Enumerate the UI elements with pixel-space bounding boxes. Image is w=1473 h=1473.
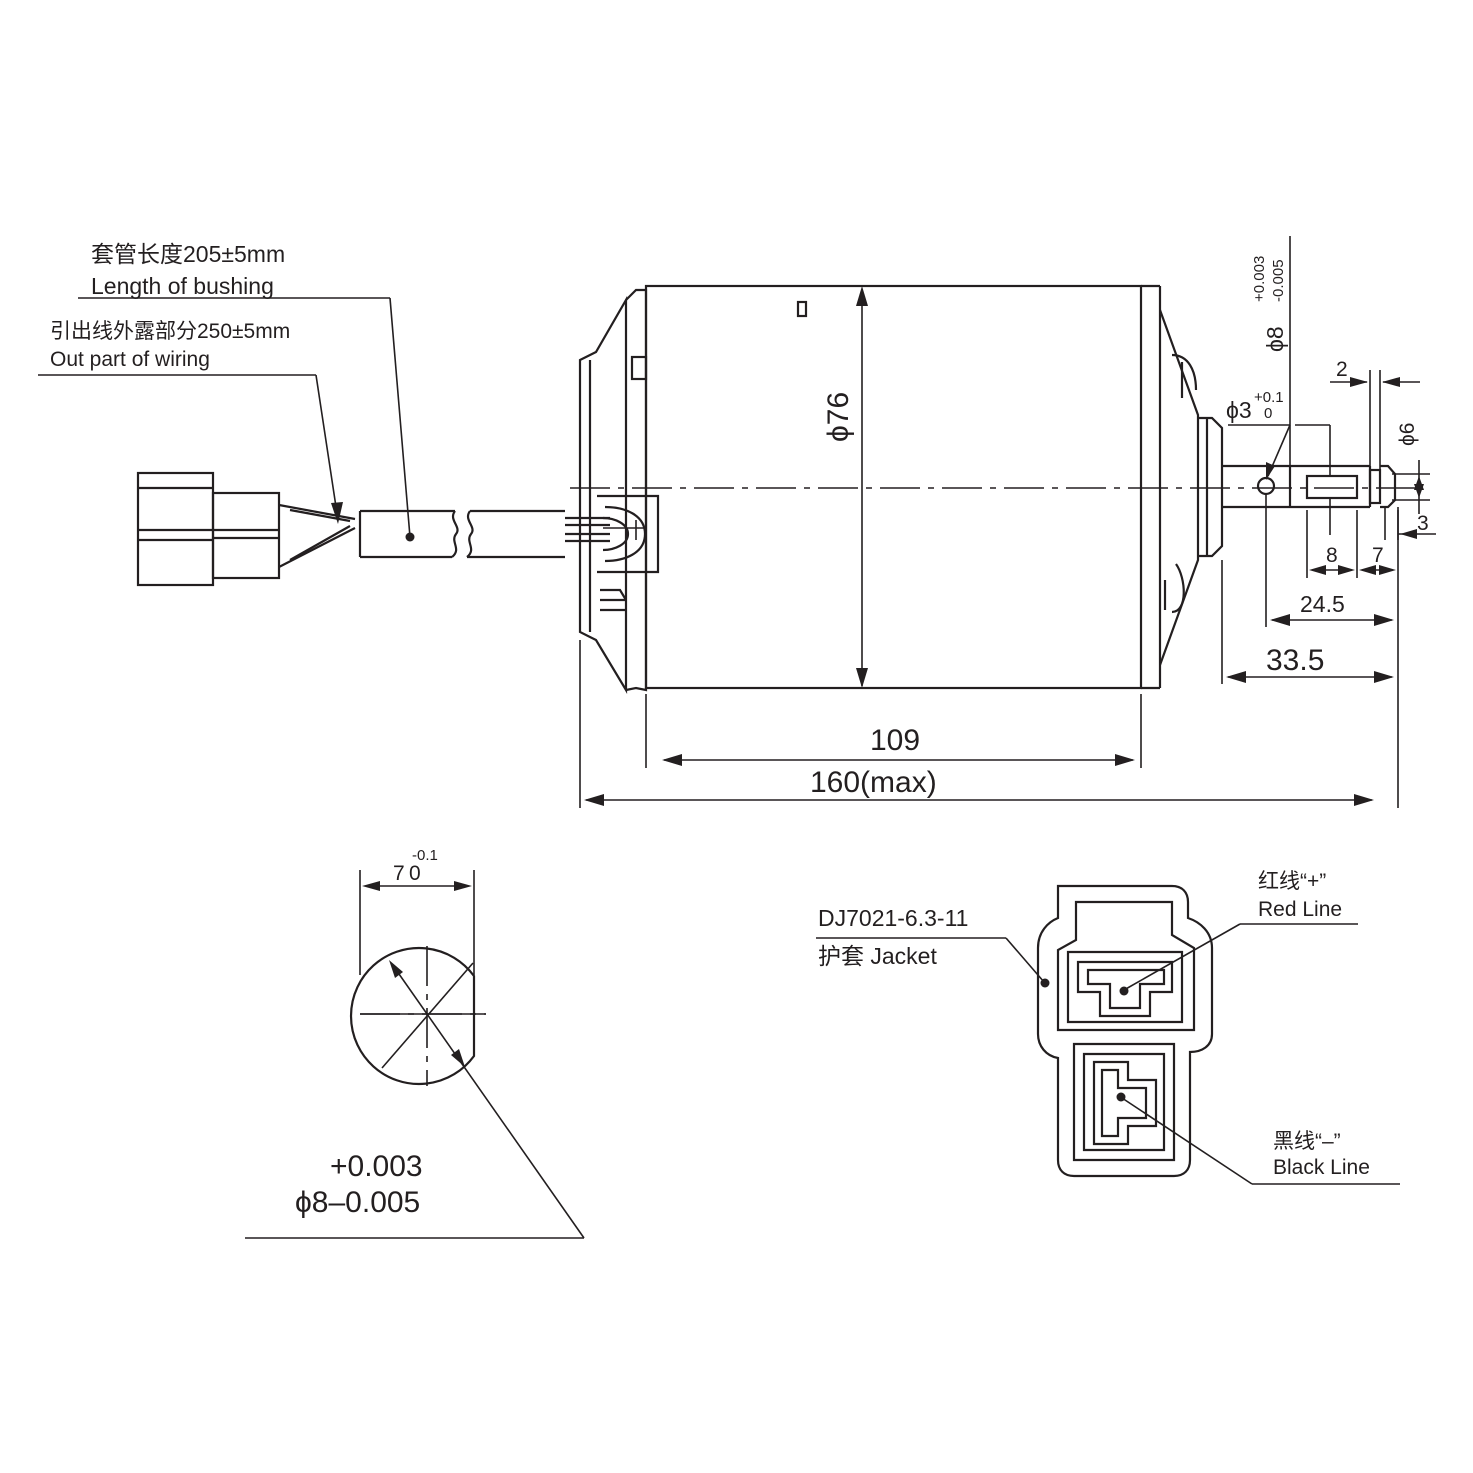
shaft-tol-lower-label: -0.005: [1270, 259, 1287, 302]
groove-diameter-label: ϕ6: [1396, 423, 1419, 446]
bushing-callout-leader: [78, 297, 415, 542]
slot-end-label: 7: [1372, 544, 1384, 567]
bushing-label-cn: 套管长度205±5mm: [91, 241, 285, 267]
dim-tip-length: [1384, 507, 1436, 540]
dim-body-diameter: [856, 286, 868, 688]
black-line-label-cn: 黑线“–”: [1273, 1130, 1341, 1153]
section-flat-tol: -0.1: [412, 847, 438, 864]
shaft-extension-label: 33.5: [1266, 644, 1324, 677]
dim-groove-width: [1330, 370, 1420, 470]
hole-callout-leader: [1228, 424, 1291, 480]
section-shaft-dim: ϕ8–0.005: [295, 1186, 420, 1219]
overall-length-label: 160(max): [810, 766, 937, 799]
section-flat-dim-digit: 0: [409, 862, 421, 885]
dim-overall-length: [579, 510, 1399, 808]
jacket-model-label: DJ7021-6.3-11: [818, 905, 968, 931]
jacket-label: 护套 Jacket: [818, 943, 937, 969]
wiring-label-cn: 引出线外露部分250±5mm: [50, 320, 290, 343]
dim-slot: [1295, 424, 1396, 578]
jacket-callout-leader: [816, 937, 1050, 988]
motor-rear-cap: [578, 288, 648, 694]
dim-groove-diameter: [1392, 460, 1430, 514]
section-shaft-tol-upper: +0.003: [330, 1150, 423, 1183]
slot-length-label: 8: [1326, 544, 1338, 567]
red-line-label-en: Red Line: [1258, 898, 1342, 921]
hole-tol-upper-label: +0.1: [1254, 389, 1284, 406]
output-shaft: [1222, 464, 1397, 509]
dim-body-length: [645, 694, 1142, 768]
red-line-label-cn: 红线“+”: [1258, 870, 1326, 893]
wire-fanout: [278, 503, 356, 568]
red-line-leader: [1119, 923, 1358, 996]
body-length-label: 109: [870, 724, 920, 757]
shaft-section: [245, 870, 585, 1239]
groove-width-label: 2: [1336, 358, 1348, 381]
wiring-callout-leader: [38, 374, 343, 524]
hole-tol-lower-label: 0: [1264, 405, 1272, 422]
connector-plug: [136, 471, 281, 587]
bushing-sleeve: [358, 509, 610, 559]
wiring-label-en: Out part of wiring: [50, 348, 210, 371]
jacket-face: [1036, 884, 1214, 1178]
dim-shaft-extension: [1221, 560, 1394, 684]
section-flat-dim: 7: [393, 862, 405, 885]
tip-length-label: 3: [1417, 512, 1429, 535]
shaft-diameter-label: ϕ8: [1262, 326, 1288, 352]
body-diameter-label: ϕ76: [822, 392, 855, 442]
bushing-label-en: Length of bushing: [91, 273, 274, 299]
black-line-leader: [1116, 1092, 1400, 1185]
motor-can: [644, 284, 1162, 690]
black-line-label-en: Black Line: [1273, 1156, 1370, 1179]
shaft-tol-upper-label: +0.003: [1251, 256, 1268, 302]
dim-hole-to-end: [1265, 495, 1394, 627]
hole-diameter-label: ϕ3: [1226, 397, 1252, 423]
hole-to-end-label: 24.5: [1300, 591, 1345, 617]
